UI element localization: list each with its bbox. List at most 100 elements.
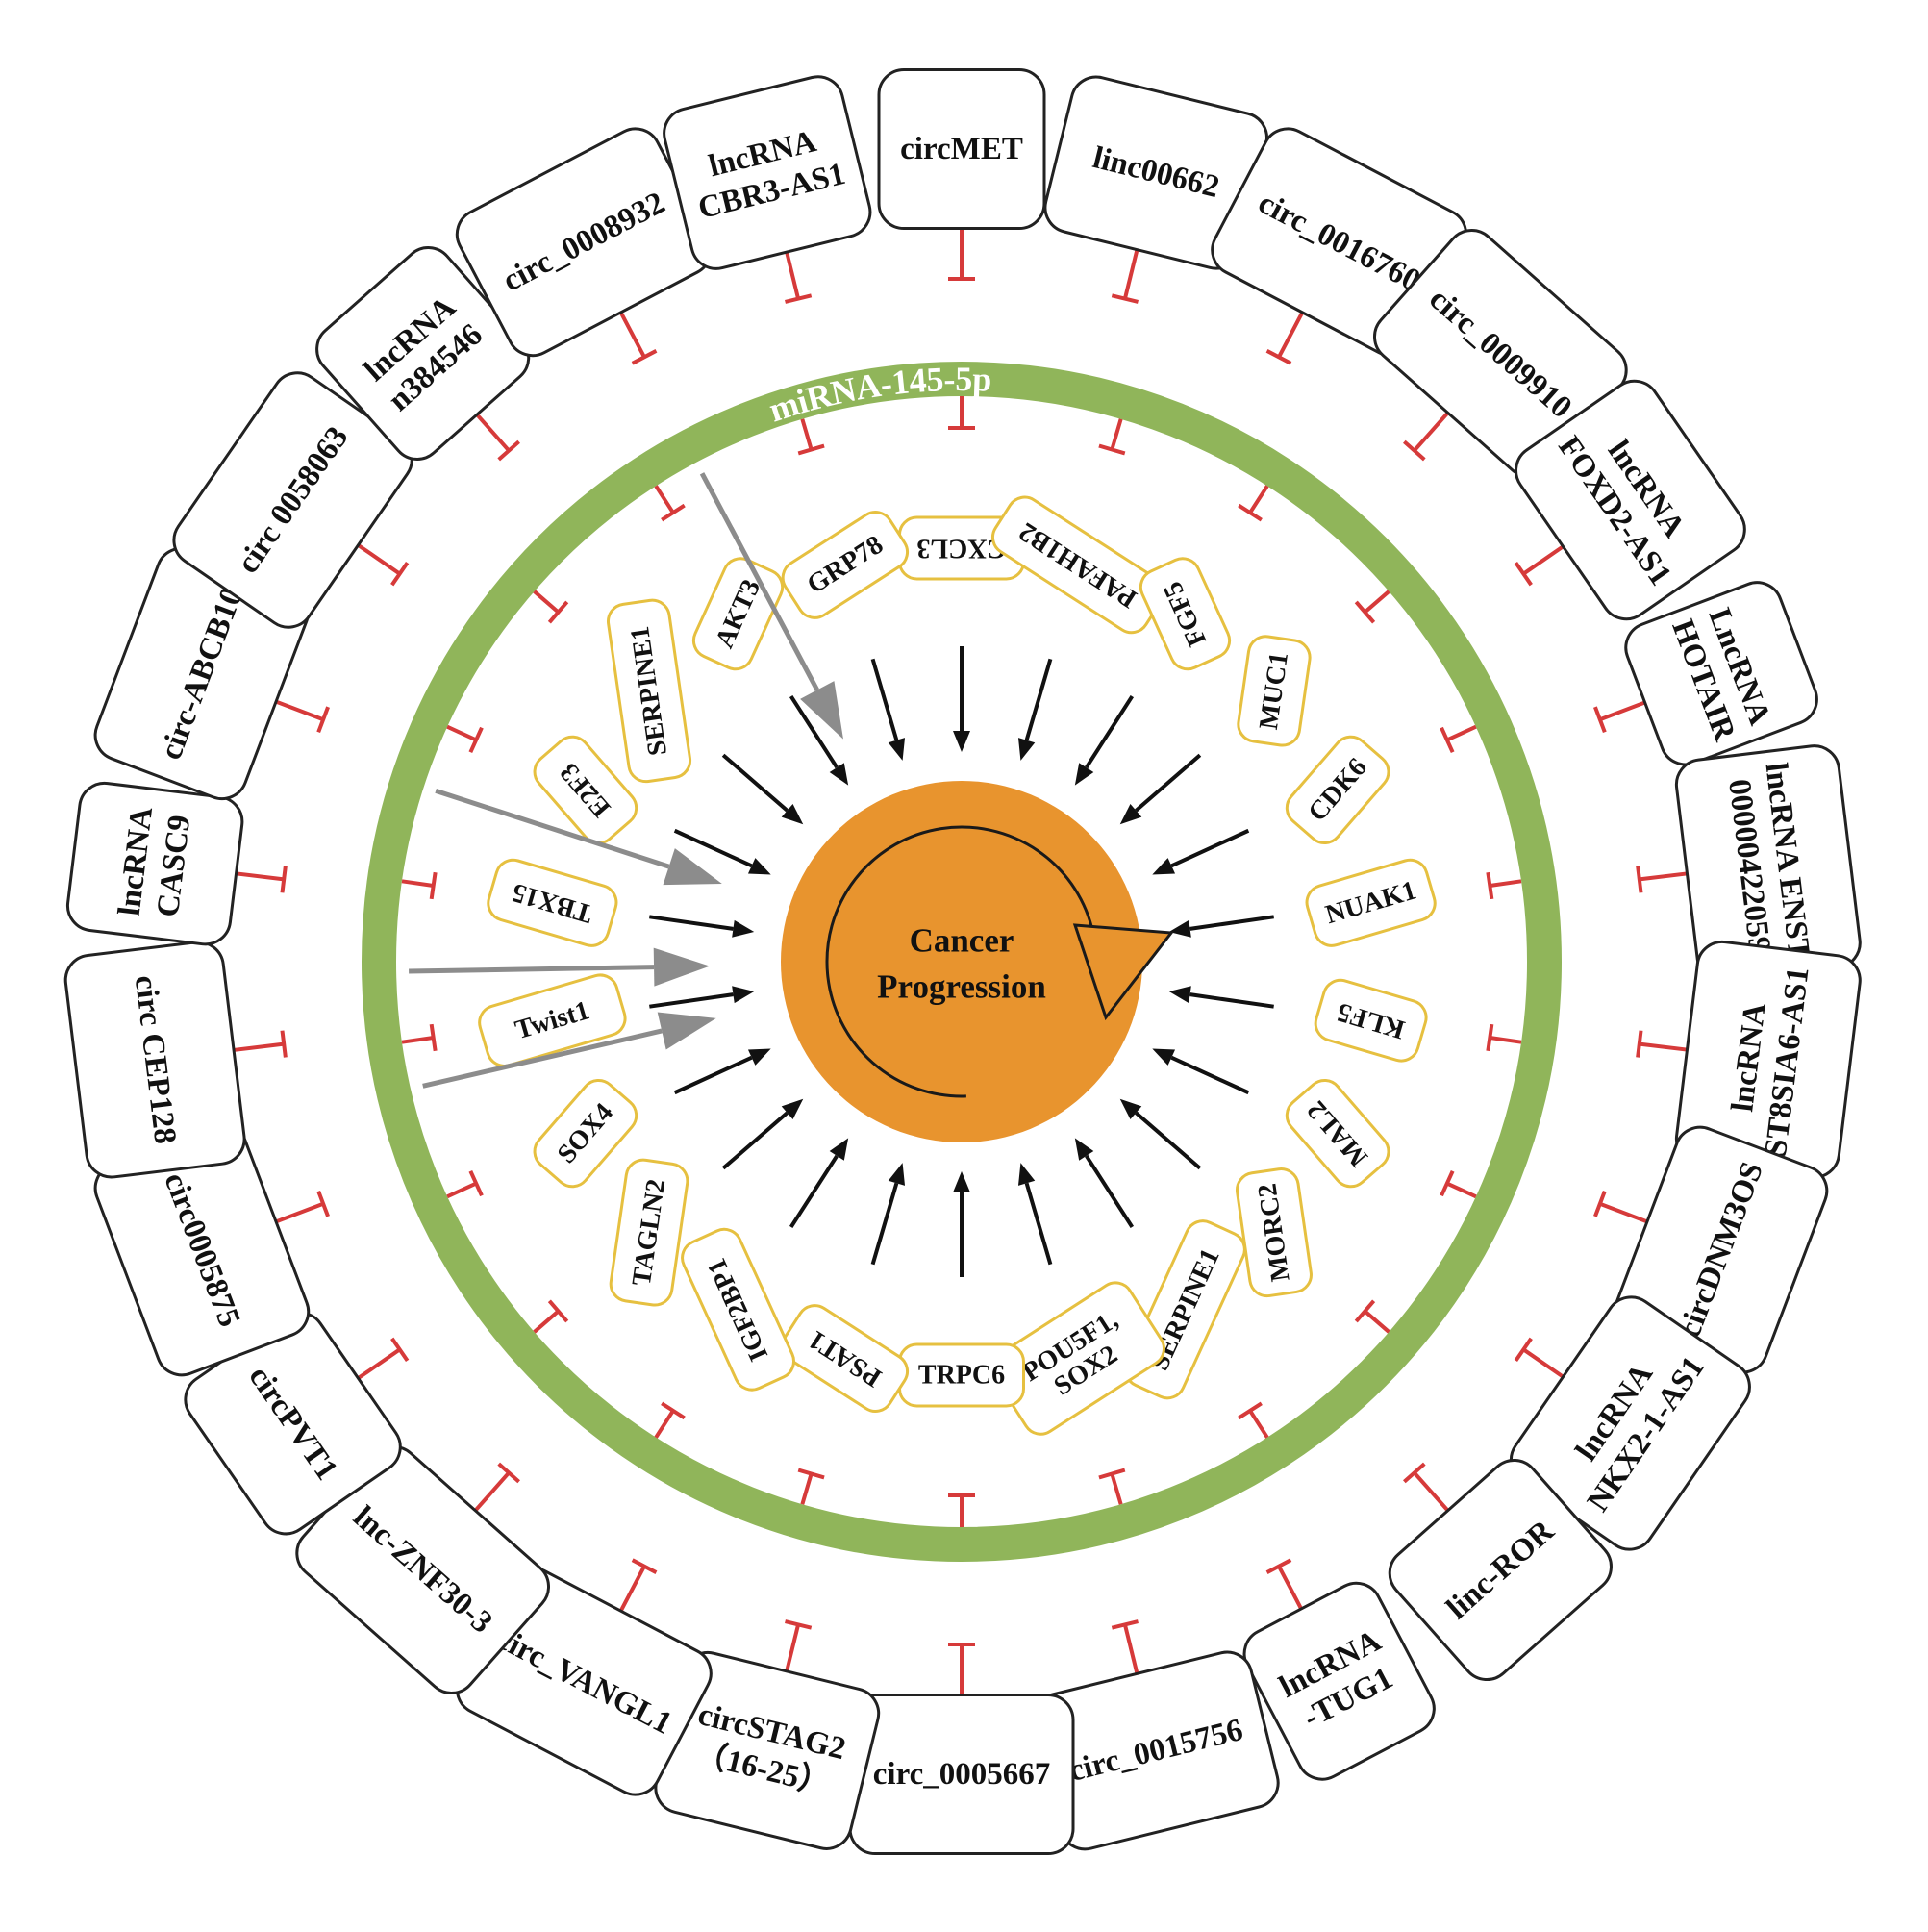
outer-rna-circpvt1: circPVT1 (184, 1311, 402, 1536)
inner-target-16-twist1-inhibit-line (401, 1036, 434, 1044)
outer-rna-circ-0058063-inhibit-line (352, 540, 401, 576)
inner-target-3-muc1: MUC1 (1237, 635, 1312, 747)
outer-rna-circ-0015756-inhibit-line (1122, 1623, 1140, 1680)
inner-target-21-grp78: GRP78 (781, 511, 910, 619)
outer-rna-lncrna-tug1-inhibit-bar (1265, 1558, 1292, 1574)
inner-target-7-mal2-inhibit-bar (1440, 1169, 1455, 1197)
inner-target-14-tagln2-arrow-shaft (721, 1111, 789, 1170)
inner-target-1-pafah1b2-arrow-head (1017, 738, 1036, 761)
outer-rna-circ-abcb10-inhibit-bar (316, 706, 330, 734)
inner-target-18-e2f3-box (533, 735, 638, 845)
inner-target-2-fgf5-arrow-head (1074, 763, 1094, 786)
inner-target-7-mal2: MAL2 (1285, 1078, 1390, 1189)
indirect-arrow-2-shaft (409, 965, 655, 974)
outer-rna-lncrna-cbr3-as1-inhibit-bar (785, 293, 813, 304)
outer-rna-lncrna-nkx2-1-as1-inhibit-line (1522, 1347, 1571, 1383)
inner-target-13-igf2bp1-arrow-head (829, 1138, 849, 1161)
inner-target-13-igf2bp1-box (681, 1227, 795, 1392)
outer-rna-circ0005875: circ0005875 (93, 1122, 311, 1377)
inner-target-14-tagln2-inhibit-line (533, 1309, 560, 1334)
inner-target-14-tagln2-box (609, 1158, 689, 1307)
inner-target-4-cdk6-box (1285, 735, 1390, 845)
outer-rna-lncrna-tug1: lncRNA-TUG1 (1242, 1581, 1436, 1781)
inner-target-7-mal2-box (1285, 1078, 1390, 1189)
outer-rna-lncrna-n384546-inhibit-line (470, 407, 511, 452)
outer-rna-linc00662-inhibit-line (1122, 243, 1140, 300)
inner-target-4-cdk6-inhibit-bar (1440, 726, 1455, 754)
inner-target-12-psat1-inhibit-bar (797, 1468, 825, 1480)
inner-target-2-fgf5-arrow-shaft (1085, 694, 1135, 769)
outer-rna-linc00662-inhibit-bar (1111, 293, 1139, 304)
outer-rna-lncrna-casc9-inhibit-line (228, 870, 285, 882)
inner-target-7-mal2-inhibit-line (1446, 1181, 1477, 1199)
progression-cycle-arc (825, 825, 1095, 1098)
outer-rna-circ-0015756-inhibit-bar (1111, 1619, 1139, 1630)
inner-target-3-muc1-box (1237, 635, 1312, 747)
cancer-progression-circle (781, 781, 1142, 1142)
inner-target-21-grp78-arrow-head (888, 738, 906, 761)
inner-target-10-pou5f1-sox2-arrow-head (1017, 1163, 1036, 1186)
inner-target-13-igf2bp1-inhibit-line (654, 1409, 675, 1439)
outer-rna-lncrna-tug1-inhibit-line (1277, 1565, 1307, 1617)
outer-rna-circ-cep128-inhibit-line (228, 1041, 285, 1053)
outer-rna-lncrna-hotair-inhibit-bar (1593, 706, 1607, 734)
inner-target-14-tagln2: TAGLN2 (609, 1158, 689, 1307)
inner-target-15-sox4-arrow-head (747, 1048, 771, 1066)
inner-target-14-tagln2-arrow-head (781, 1098, 804, 1119)
inner-target-4-cdk6: CDK6 (1285, 735, 1390, 845)
inner-target-2-fgf5-inhibit-bar (1238, 503, 1263, 522)
inner-target-6-klf5: KLF5 (1314, 978, 1428, 1063)
outer-rna-lncrna-hotair-inhibit-line (1599, 697, 1653, 722)
progression-cycle-arrowhead (1072, 923, 1174, 1021)
inner-target-20-akt3: AKT3 (691, 557, 785, 671)
indirect-arrow-1-shaft (435, 788, 670, 869)
outer-rna-circ-0058063-inhibit-bar (390, 562, 410, 587)
indirect-arrow-3-head (657, 1012, 716, 1050)
inner-target-3-muc1-arrow-head (1119, 804, 1142, 825)
outer-rna-lncrna-casc9-box (65, 781, 244, 946)
inner-target-13-igf2bp1: IGF2BP1 (681, 1227, 795, 1392)
inner-target-13-igf2bp1-inhibit-bar (661, 1401, 686, 1420)
inner-target-4-cdk6-arrow-head (1152, 858, 1176, 875)
inner-target-19-serpine1-inhibit-bar (547, 600, 569, 624)
indirect-arrow-1-head (663, 848, 722, 886)
inner-target-15-sox4-inhibit-bar (468, 1169, 484, 1197)
outer-rna-circ-abcb10-inhibit-line (270, 697, 324, 722)
outer-rna-circ-cep128-inhibit-bar (280, 1030, 288, 1058)
inner-target-9-serpine1-inhibit-bar (1238, 1401, 1263, 1420)
outer-rna-lncrna-nkx2-1-as1-inhibit-bar (1514, 1337, 1533, 1362)
outer-rna-linc-ror-inhibit-bar (1403, 1462, 1426, 1484)
outer-rna-lncrna-st8sia6-as1-inhibit-line (1639, 1041, 1695, 1053)
inner-target-8-morc2-arrow-head (1119, 1098, 1142, 1119)
inner-target-21-grp78-inhibit-bar (797, 443, 825, 456)
inner-target-8-morc2: MORC2 (1235, 1167, 1313, 1298)
inner-target-12-psat1-arrow-head (888, 1163, 906, 1186)
inner-target-16-twist1: Twist1 (478, 973, 627, 1067)
inner-target-19-serpine1-arrow-shaft (721, 753, 789, 813)
inner-target-19-serpine1-arrow-head (781, 804, 804, 825)
inner-target-21-grp78-box (781, 511, 910, 619)
inner-target-12-psat1: PSAT1 (781, 1304, 910, 1413)
outer-rna-circ-0008932-inhibit-bar (631, 349, 658, 365)
outer-rna-lncrna-foxd2-as1-box (1515, 379, 1746, 621)
outer-rna-circ-cep128: circ CEP128 (63, 941, 246, 1179)
outer-rna-circ-0005667-label: circ_0005667 (873, 1757, 1051, 1792)
inner-target-6-klf5-arrow-shaft (1189, 992, 1274, 1009)
inner-target-11-trpc6-label: TRPC6 (918, 1361, 1005, 1391)
outer-rna-circdnm3os-inhibit-line (1599, 1201, 1653, 1226)
outer-rna-circstag2-16-25-inhibit-bar (785, 1619, 813, 1630)
inner-target-15-sox4-box (533, 1078, 638, 1189)
inner-target-16-twist1-box (478, 973, 627, 1067)
outer-rna-lncrna-hotair-box (1624, 581, 1818, 766)
outer-rna-lncrna-st8sia6-as1-inhibit-bar (1636, 1030, 1643, 1058)
outer-rna-lncrna-n384546-box (315, 246, 531, 461)
arrow-group (409, 472, 1274, 1277)
inner-target-17-tbx15-box (487, 858, 618, 947)
outer-rna-linc-ror: linc-ROR (1388, 1458, 1613, 1682)
